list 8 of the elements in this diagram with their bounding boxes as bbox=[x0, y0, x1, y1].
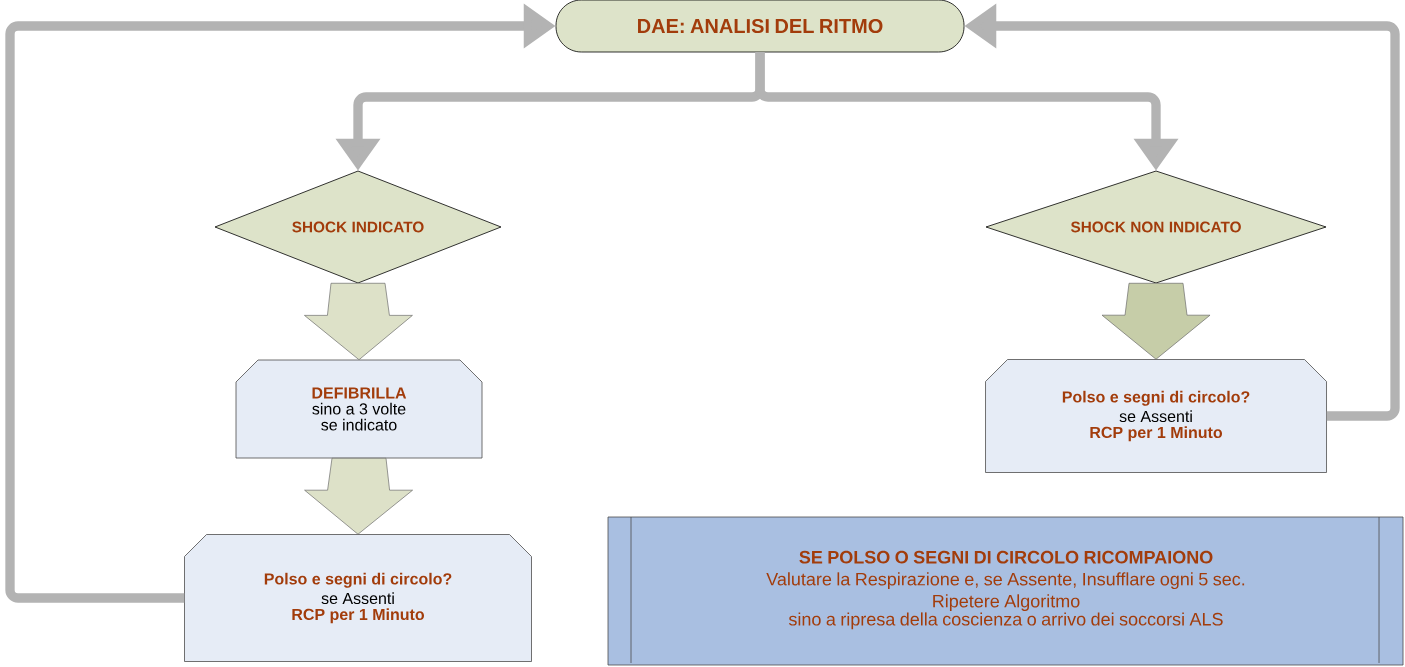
process-box: DEFIBRILLA sino a 3 volte se indicato bbox=[235, 359, 483, 459]
start-terminal: DAE: ANALISI DEL RITMO bbox=[555, 0, 965, 53]
block-arrow bbox=[304, 282, 413, 361]
process-box: Polso e segni di circolo? se Assenti RCP per 1 Minuto bbox=[184, 534, 532, 662]
block-arrow bbox=[304, 457, 413, 535]
process-box: Polso e segni di circolo? se Assenti RCP per 1 Minuto bbox=[985, 359, 1327, 473]
block-arrow bbox=[1101, 282, 1211, 360]
note-panel: SE POLSO O SEGNI DI CIRCOLO RICOMPAIONO Valutare la Respirazione e, se Assente, Insufflare ogni 5 sec. Ripetere Algoritmo sino a ripresa della coscienza o arrivo dei soccorsi ALS bbox=[607, 516, 1404, 666]
